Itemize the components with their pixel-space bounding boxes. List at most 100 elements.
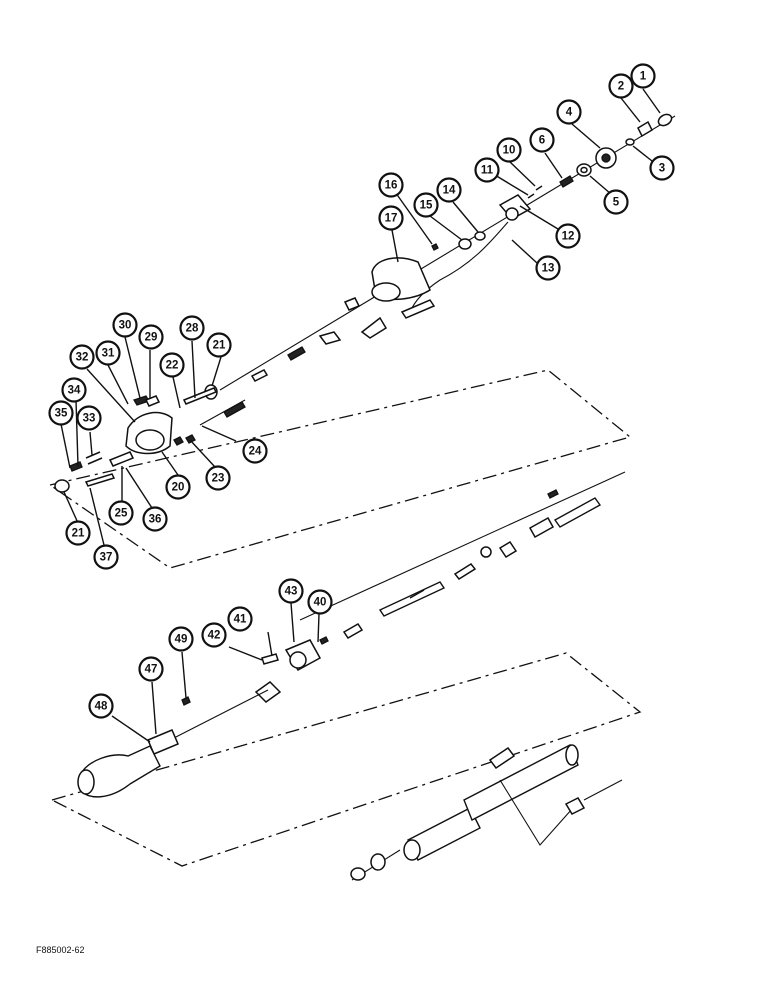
callout-number: 16 — [385, 180, 398, 192]
callout-48: 48 — [88, 693, 114, 719]
callout-circle — [556, 99, 582, 125]
callout-1: 1 — [630, 63, 656, 89]
callout-labels: 1234561011121314151617202121222324252829… — [48, 63, 675, 719]
callout-number: 10 — [503, 145, 516, 157]
callout-number: 30 — [119, 320, 132, 332]
callout-circle — [603, 189, 629, 215]
callout-47: 47 — [138, 656, 164, 682]
callout-circle — [307, 589, 333, 615]
callout-circle — [48, 400, 74, 426]
callout-circle — [630, 63, 656, 89]
callout-circle — [413, 192, 439, 218]
callout-number: 48 — [95, 701, 108, 713]
callout-number: 17 — [385, 213, 398, 225]
callout-10: 10 — [496, 137, 522, 163]
callout-number: 32 — [76, 352, 89, 364]
callout-13: 13 — [535, 255, 561, 281]
lower-column-parts — [77, 689, 623, 881]
callout-circle — [95, 340, 121, 366]
callout-number: 13 — [542, 263, 555, 275]
callout-number: 5 — [613, 197, 620, 209]
callout-circle — [168, 626, 194, 652]
callout-4: 4 — [556, 99, 582, 125]
callout-number: 3 — [659, 163, 665, 175]
upper-column-parts — [54, 113, 676, 493]
callout-circle — [201, 622, 227, 648]
callout-30: 30 — [112, 312, 138, 338]
callout-23: 23 — [205, 465, 231, 491]
callout-circle — [378, 205, 404, 231]
callout-number: 6 — [539, 135, 545, 147]
callout-number: 40 — [314, 597, 327, 609]
callout-number: 31 — [102, 348, 115, 360]
callout-circle — [436, 177, 462, 203]
callout-circle — [242, 438, 268, 464]
callout-number: 11 — [481, 165, 494, 177]
group-outline-upper — [49, 369, 632, 569]
callout-15: 15 — [413, 192, 439, 218]
leader-lines — [60, 88, 661, 743]
callout-36: 36 — [142, 506, 168, 532]
callout-circle — [555, 223, 581, 249]
callout-20: 20 — [165, 474, 191, 500]
callout-number: 49 — [175, 634, 188, 646]
callout-number: 15 — [420, 200, 433, 212]
callout-49: 49 — [168, 626, 194, 652]
callout-25: 25 — [108, 500, 134, 526]
callout-circle — [535, 255, 561, 281]
callout-circle — [65, 520, 91, 546]
callout-number: 42 — [208, 630, 221, 642]
callout-circle — [496, 137, 522, 163]
callout-circle — [76, 405, 102, 431]
callout-circle — [138, 656, 164, 682]
callout-number: 23 — [212, 473, 225, 485]
callout-number: 43 — [285, 586, 298, 598]
callout-circle — [165, 474, 191, 500]
callout-34: 34 — [61, 377, 87, 403]
callout-24: 24 — [242, 438, 268, 464]
callout-number: 29 — [145, 332, 158, 344]
callout-22: 22 — [159, 352, 185, 378]
callout-circle — [205, 465, 231, 491]
callout-circle — [61, 377, 87, 403]
callout-number: 1 — [640, 71, 647, 83]
callout-number: 36 — [149, 514, 162, 526]
callout-37: 37 — [93, 544, 119, 570]
callout-3: 3 — [649, 155, 675, 181]
figure-code: F885002-62 — [36, 945, 85, 955]
callout-circle — [159, 352, 185, 378]
callout-number: 2 — [618, 81, 624, 93]
callout-number: 21 — [72, 528, 85, 540]
callout-circle — [108, 500, 134, 526]
callout-31: 31 — [95, 340, 121, 366]
callout-16: 16 — [378, 172, 404, 198]
callout-41: 41 — [227, 606, 253, 632]
callout-number: 20 — [172, 482, 185, 494]
callout-5: 5 — [603, 189, 629, 215]
callout-40: 40 — [307, 589, 333, 615]
callout-circle — [206, 332, 232, 358]
callout-42: 42 — [201, 622, 227, 648]
callout-circle — [179, 315, 205, 341]
callout-21: 21 — [206, 332, 232, 358]
callout-number: 12 — [562, 231, 575, 243]
callout-number: 33 — [83, 413, 96, 425]
callout-number: 41 — [234, 614, 247, 626]
callout-circle — [649, 155, 675, 181]
callout-32: 32 — [69, 344, 95, 370]
callout-number: 24 — [249, 446, 262, 458]
callout-circle — [69, 344, 95, 370]
callout-circle — [112, 312, 138, 338]
callout-12: 12 — [555, 223, 581, 249]
callout-number: 25 — [115, 508, 128, 520]
callout-14: 14 — [436, 177, 462, 203]
callout-number: 14 — [443, 185, 456, 197]
callout-number: 37 — [100, 552, 113, 564]
group-outline-lower — [51, 652, 642, 867]
callout-28: 28 — [179, 315, 205, 341]
callout-number: 4 — [566, 107, 573, 119]
callout-circle — [278, 578, 304, 604]
callout-11: 11 — [474, 157, 500, 183]
callout-number: 28 — [186, 323, 199, 335]
